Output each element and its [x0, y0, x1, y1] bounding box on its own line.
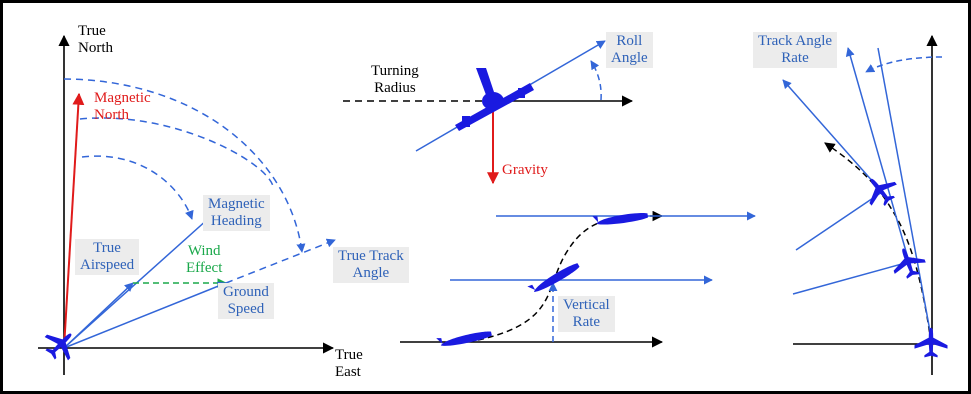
true-east-label: True East [335, 347, 363, 380]
magnetic-north-arrow [63, 92, 85, 349]
heading-vector-low [877, 47, 933, 343]
left-panel [38, 34, 336, 375]
heading-vector-top [782, 79, 883, 193]
true-airspeed-label: True Airspeed [75, 239, 140, 275]
gravity-label: Gravity [502, 162, 548, 178]
magnetic-heading-label: Magnetic Heading [203, 195, 270, 231]
ground-speed-label: Ground Speed [218, 283, 274, 319]
climb-aircraft-top-icon [592, 213, 649, 225]
climb-aircraft-mid-icon [527, 263, 580, 292]
arc-true-north [63, 78, 306, 253]
wind-effect-label: Wind Effect [186, 243, 223, 276]
normal-vector-top [795, 191, 883, 251]
ground-speed-arrow [63, 281, 227, 349]
normal-vector-mid [792, 261, 910, 295]
roll-angle-label: Roll Angle [606, 32, 653, 68]
rolled-aircraft-icon [455, 68, 534, 131]
middle-panel [343, 40, 756, 348]
arc-magnetic-heading [81, 155, 194, 220]
climb-aircraft-low-icon [436, 331, 492, 346]
roll-angle-arc [590, 60, 602, 101]
magnetic-north-label: Magnetic North [94, 90, 151, 123]
true-airspeed-arrow [63, 282, 134, 349]
right-panel [782, 34, 948, 375]
magnetic-heading-arrow [63, 209, 219, 349]
track-angle-rate-label: Track Angle Rate [753, 32, 838, 68]
track-angle-rate-arc [865, 56, 943, 73]
true-track-angle-label: True Track Angle [333, 247, 409, 283]
heading-vector-mid [845, 47, 910, 263]
turning-radius-label: Turning Radius [371, 63, 419, 96]
vertical-rate-label: Vertical Rate [558, 296, 615, 332]
true-track-angle-line [225, 238, 336, 284]
true-north-label: True North [78, 23, 113, 56]
turn-path [824, 142, 932, 343]
